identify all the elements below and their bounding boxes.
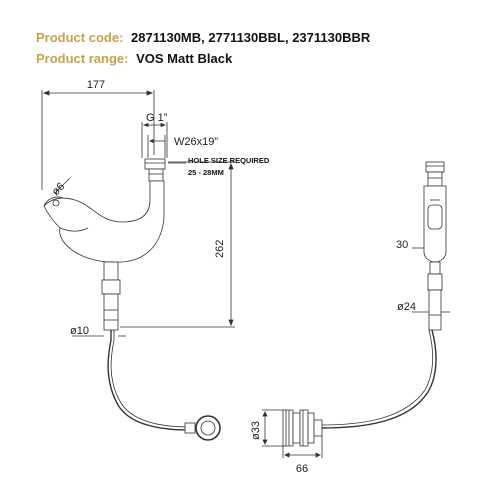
- dim-262: [120, 161, 235, 328]
- dim-66: [282, 436, 323, 458]
- label-30: 30: [396, 239, 408, 251]
- product-code-value: 2871130MB, 2771130BBL, 2371130BBR: [131, 30, 371, 45]
- hose-right: [321, 329, 437, 429]
- product-code-label: Product code:: [36, 30, 124, 45]
- label-thread-size: W26x19”: [174, 136, 218, 148]
- label-262: 262: [214, 240, 226, 258]
- hose-left: [107, 330, 191, 431]
- spout-body: [43, 158, 166, 263]
- right-fitting: [282, 409, 323, 447]
- dia6-leader: [54, 177, 71, 194]
- label-177: 177: [87, 79, 105, 91]
- label-66: 66: [296, 463, 308, 475]
- dim-33: [262, 409, 283, 447]
- product-range-label: Product range:: [36, 51, 129, 66]
- side-view: [423, 161, 447, 331]
- hose-right-inner: [321, 329, 434, 426]
- label-dia10: ø10: [70, 325, 89, 337]
- hole-note-line2: 25 - 28MM: [188, 168, 224, 177]
- dim-177: [41, 90, 155, 190]
- left-pipe: [101, 261, 121, 331]
- label-thread: G 1”: [146, 112, 168, 124]
- product-range-value: VOS Matt Black: [136, 51, 233, 66]
- dim-thread: [141, 122, 168, 158]
- hole-note-line1: HOLE SIZE REQUIRED: [188, 156, 270, 165]
- label-dia33: ø33: [250, 421, 262, 440]
- product-range-row: Product range: VOS Matt Black: [36, 51, 232, 66]
- round-fitting: [184, 415, 221, 441]
- hose-left-inner: [110, 330, 191, 428]
- label-dia24: ø24: [397, 301, 416, 313]
- product-code-row: Product code: 2871130MB, 2771130BBL, 237…: [36, 30, 370, 45]
- dim-w26: [147, 135, 166, 158]
